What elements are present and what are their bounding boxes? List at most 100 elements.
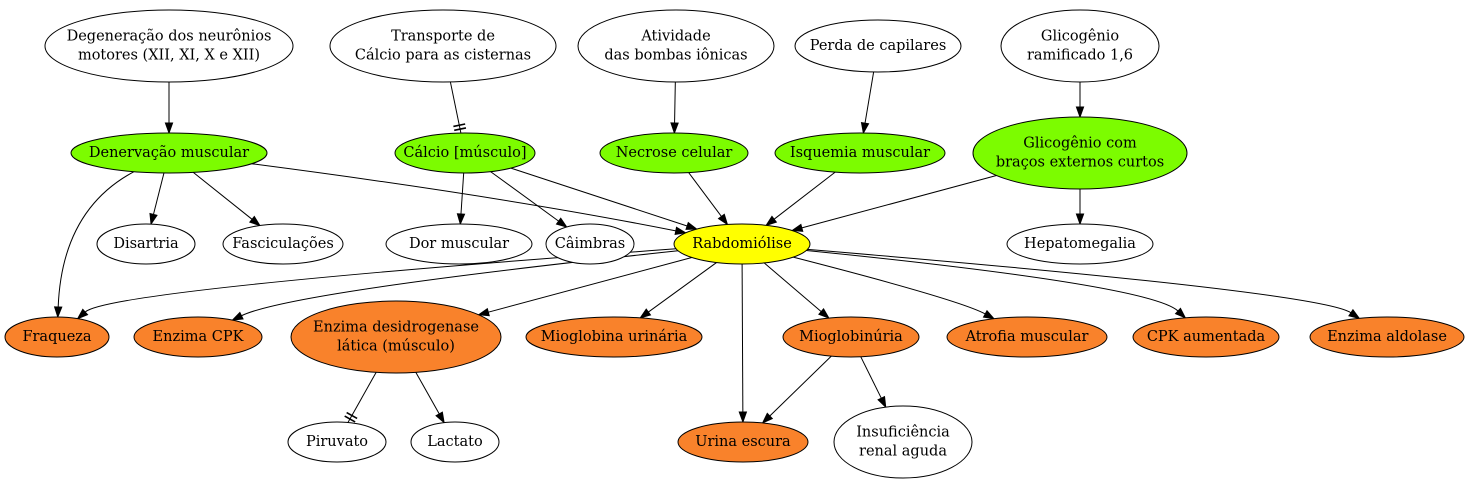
edges-layer [53,71,1361,424]
edge-rabdo-to-fraqueza [76,248,677,320]
arrowhead [674,226,688,236]
node-ellipse [833,405,973,479]
edge-rabdo-to-ldh [477,257,692,317]
tee-bar [453,123,466,128]
node-label: Transporte de [391,29,495,45]
tee-bar [346,411,358,420]
edge-ldh-to-lactato [415,372,445,424]
edge-line [860,356,882,399]
edge-line [648,262,717,313]
arrowhead [639,308,652,319]
node-label: Disartria [113,236,179,252]
node-ellipse [222,223,344,265]
arrowhead [248,215,262,227]
node-mioglobina-urinaria: Mioglobina urinária [525,316,703,358]
node-label: Enzima desidrogenase [313,320,479,336]
arrowhead [685,221,699,230]
arrowhead [555,217,568,228]
node-disartria: Disartria [96,223,196,265]
edge-line [801,175,997,229]
node-label: CPK aumentada [1147,329,1266,345]
edge-line [488,257,692,313]
node-label: Cálcio para as cisternas [355,48,531,64]
edge-atividade-to-necrose [670,81,679,135]
node-label: Rabdomiólise [692,236,792,252]
node-label: Denervação muscular [89,145,249,161]
edge-line [192,171,253,220]
node-ellipse [44,9,294,83]
node-ellipse [946,316,1108,358]
node-ellipse [782,316,920,358]
node-ellipse [385,223,533,265]
edge-calcio-to-caimbras [490,171,568,228]
node-ellipse [1309,316,1465,358]
node-fraqueza: Fraqueza [4,316,110,358]
edge-line [674,81,676,124]
edge-line [769,355,832,417]
arrowhead [477,307,490,317]
node-label: Glicogênio com [1023,136,1137,152]
node-label: Enzima CPK [153,329,245,345]
node-label: renal aguda [859,444,947,460]
node-ellipse [545,223,635,265]
arrowhead [818,307,830,320]
node-cpk: Enzima CPK [133,316,263,358]
node-ellipse [774,132,946,174]
arrowhead [761,412,774,424]
node-calcio: Cálcio [músculo] [394,132,536,174]
edge-rabdo-to-mioglobinuria [763,262,830,320]
node-ellipse [410,421,500,463]
node-label: Degeneração dos neurônios [67,29,272,45]
node-label: Urina escura [695,434,791,450]
nodes-layer: Degeneração dos neurônios motores (XII, X… [4,9,1465,479]
node-atrofia: Atrofia muscular [946,316,1108,358]
edge-rabdo-to-urina [738,263,748,424]
arrowhead [231,311,244,321]
node-fasciculacoes: Fasciculações [222,223,344,265]
edge-line [763,262,822,312]
node-ellipse [1000,9,1160,83]
node-label: Atividade [640,29,710,45]
node-label: Dor muscular [409,236,509,252]
node-ellipse [794,19,962,73]
node-ellipse [972,116,1188,190]
node-denervacao: Denervação muscular [70,132,268,174]
edge-line [460,172,465,215]
node-ellipse [394,132,536,174]
tee-bar [454,127,467,132]
node-ellipse [599,132,749,174]
edge-mioglobinuria-to-urina [761,355,832,424]
edge-line [510,167,688,227]
node-label: motores (XII, XI, X e XII) [78,48,260,64]
node-label: Piruvato [306,434,368,450]
node-ellipse [525,316,703,358]
node-ellipse [287,421,387,463]
arrowhead [435,411,445,424]
edge-degeneracao-to-denervacao [164,82,174,135]
arrowhead [1075,106,1085,119]
node-isquemia: Isquemia muscular [774,132,946,174]
arrowhead [982,309,996,320]
edge-glicogenio-curto-to-hepato [1075,189,1085,226]
edge-glicogenio-curto-to-rabdo [790,175,997,232]
edge-line [864,71,875,124]
node-label: Perda de capilares [810,38,947,54]
node-caimbras: Câimbras [545,223,635,265]
node-label: Fraqueza [22,329,91,345]
edge-isquemia-to-rabdo [765,171,836,227]
edge-line [57,171,135,308]
edge-ldh-to-piruvato [344,372,377,423]
edge-denervacao-to-rabdo [251,163,688,236]
node-label: Glicogênio [1041,29,1119,45]
edge-line [793,256,986,315]
node-rabdo: Rabdomiólise [673,223,811,265]
node-aldolase: Enzima aldolase [1309,316,1465,358]
node-ellipse [329,9,557,83]
node-ellipse [290,300,502,374]
node-label: Fasciculações [232,236,334,252]
node-perda: Perda de capilares [794,19,962,73]
edge-line [347,372,377,423]
